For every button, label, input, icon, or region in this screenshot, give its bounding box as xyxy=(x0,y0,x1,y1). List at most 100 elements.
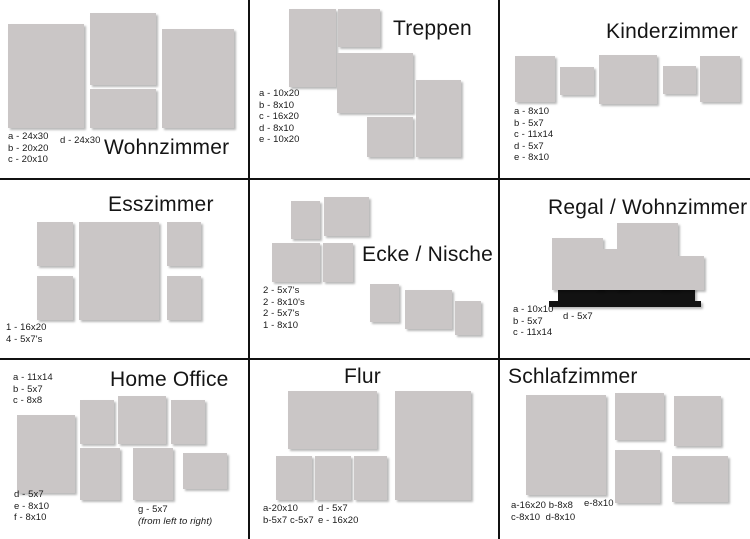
picture-frame[interactable] xyxy=(338,9,380,47)
frame-mat xyxy=(80,448,120,500)
picture-frame[interactable] xyxy=(90,13,156,85)
picture-frame[interactable] xyxy=(315,456,351,500)
panel-ecke-nische[interactable]: Ecke / Nische 2 - 5x7's 2 - 8x10's 2 - 5… xyxy=(250,180,500,360)
legend-text-secondary: d - 5x7 xyxy=(563,311,593,322)
picture-frame[interactable] xyxy=(672,456,728,502)
picture-frame[interactable] xyxy=(288,391,377,449)
picture-frame[interactable] xyxy=(80,400,114,444)
frame-mat xyxy=(291,201,320,239)
picture-frame[interactable] xyxy=(405,290,452,329)
picture-frame[interactable] xyxy=(183,453,227,489)
frame-art xyxy=(167,222,201,266)
picture-frame[interactable] xyxy=(90,89,156,128)
picture-frame[interactable] xyxy=(455,301,481,335)
picture-frame[interactable] xyxy=(700,56,740,102)
frame-mat xyxy=(416,80,461,157)
frame-stage xyxy=(250,180,498,358)
frame-stage xyxy=(500,180,750,358)
picture-frame[interactable] xyxy=(8,24,84,128)
picture-frame[interactable] xyxy=(660,256,704,290)
frame-art xyxy=(118,396,166,444)
frame-stage xyxy=(0,360,248,539)
picture-frame[interactable] xyxy=(599,55,657,104)
picture-frame[interactable] xyxy=(615,450,660,503)
picture-frame[interactable] xyxy=(323,243,353,282)
legend-text: a - 24x30 b - 20x20 c - 20x10 xyxy=(8,131,49,165)
picture-frame[interactable] xyxy=(615,393,664,440)
frame-mat xyxy=(79,222,159,320)
picture-frame[interactable] xyxy=(80,448,120,500)
picture-frame[interactable] xyxy=(79,222,159,320)
picture-frame[interactable] xyxy=(354,456,387,500)
picture-frame[interactable] xyxy=(162,29,234,128)
frame-mat xyxy=(118,396,166,444)
frame-mat xyxy=(183,453,227,489)
legend-note: (from left to right) xyxy=(138,516,213,527)
frame-art xyxy=(288,391,377,449)
picture-frame[interactable] xyxy=(324,197,369,236)
picture-frame[interactable] xyxy=(37,222,73,266)
panel-home-office[interactable]: Home Office a - 11x14 b - 5x7 c - 8x8 d … xyxy=(0,360,250,539)
frame-art xyxy=(133,448,173,500)
frame-mat xyxy=(515,56,555,102)
panel-kinderzimmer[interactable]: Kinderzimmer a - 8x10 b - 5x7 c - 11x14 … xyxy=(500,0,750,180)
frame-art xyxy=(315,456,351,500)
panel-wohnzimmer[interactable]: a - 24x30 b - 20x20 c - 20x10 d - 24x30 … xyxy=(0,0,250,180)
picture-frame[interactable] xyxy=(37,276,73,320)
legend-text-secondary: d - 5x7 e - 8x10 f - 8x10 xyxy=(14,489,50,523)
frame-mat xyxy=(289,9,336,87)
picture-frame[interactable] xyxy=(337,53,413,113)
frame-stage xyxy=(250,0,498,178)
frame-stage xyxy=(0,180,248,358)
picture-frame[interactable] xyxy=(272,243,320,282)
picture-frame[interactable] xyxy=(416,80,461,157)
picture-frame[interactable] xyxy=(552,238,603,290)
picture-frame[interactable] xyxy=(395,391,471,500)
frame-mat xyxy=(615,450,660,503)
frame-art xyxy=(354,456,387,500)
panel-schlafzimmer[interactable]: Schlafzimmer a-16x20 b-8x8 c-8x10 d-8x10… xyxy=(500,360,750,539)
picture-frame[interactable] xyxy=(663,66,696,94)
picture-frame[interactable] xyxy=(526,395,606,495)
frame-mat xyxy=(660,256,704,290)
picture-frame[interactable] xyxy=(167,276,201,320)
frame-art xyxy=(276,456,312,500)
picture-frame[interactable] xyxy=(367,117,413,157)
frame-art xyxy=(37,276,73,320)
frame-art xyxy=(291,201,320,239)
frame-art xyxy=(338,9,380,47)
frame-art xyxy=(455,301,481,335)
frame-art xyxy=(162,29,234,128)
panel-regal-wohnzimmer[interactable]: Regal / Wohnzimmer a - 10x10 b - 5x7 c -… xyxy=(500,180,750,360)
picture-frame[interactable] xyxy=(118,396,166,444)
frame-mat xyxy=(276,456,312,500)
picture-frame[interactable] xyxy=(515,56,555,102)
frame-art xyxy=(599,55,657,104)
panel-treppen[interactable]: Treppen a - 10x20 b - 8x10 c - 16x20 d -… xyxy=(250,0,500,180)
frame-mat xyxy=(560,67,594,95)
picture-frame[interactable] xyxy=(167,222,201,266)
frame-art xyxy=(660,256,704,290)
legend-text: 2 - 5x7's 2 - 8x10's 2 - 5x7's 1 - 8x10 xyxy=(263,285,305,331)
frame-mat xyxy=(162,29,234,128)
panel-title: Wohnzimmer xyxy=(104,136,230,159)
picture-frame[interactable] xyxy=(291,201,320,239)
picture-frame[interactable] xyxy=(674,396,721,446)
panel-esszimmer[interactable]: Esszimmer 1 - 16x20 4 - 5x7's xyxy=(0,180,250,360)
frame-mat xyxy=(405,290,452,329)
panel-flur[interactable]: Flur a-20x10 b-5x7 c-5x7 d - 5x7 e - 16x… xyxy=(250,360,500,539)
frame-art xyxy=(367,117,413,157)
frame-art xyxy=(337,53,413,113)
frame-art xyxy=(674,396,721,446)
picture-frame[interactable] xyxy=(171,400,205,444)
frame-mat xyxy=(370,284,399,322)
picture-frame[interactable] xyxy=(370,284,399,322)
picture-frame[interactable] xyxy=(276,456,312,500)
picture-frame[interactable] xyxy=(560,67,594,95)
frame-art xyxy=(8,24,84,128)
picture-frame[interactable] xyxy=(289,9,336,87)
picture-frame[interactable] xyxy=(133,448,173,500)
picture-frame[interactable] xyxy=(17,415,75,493)
